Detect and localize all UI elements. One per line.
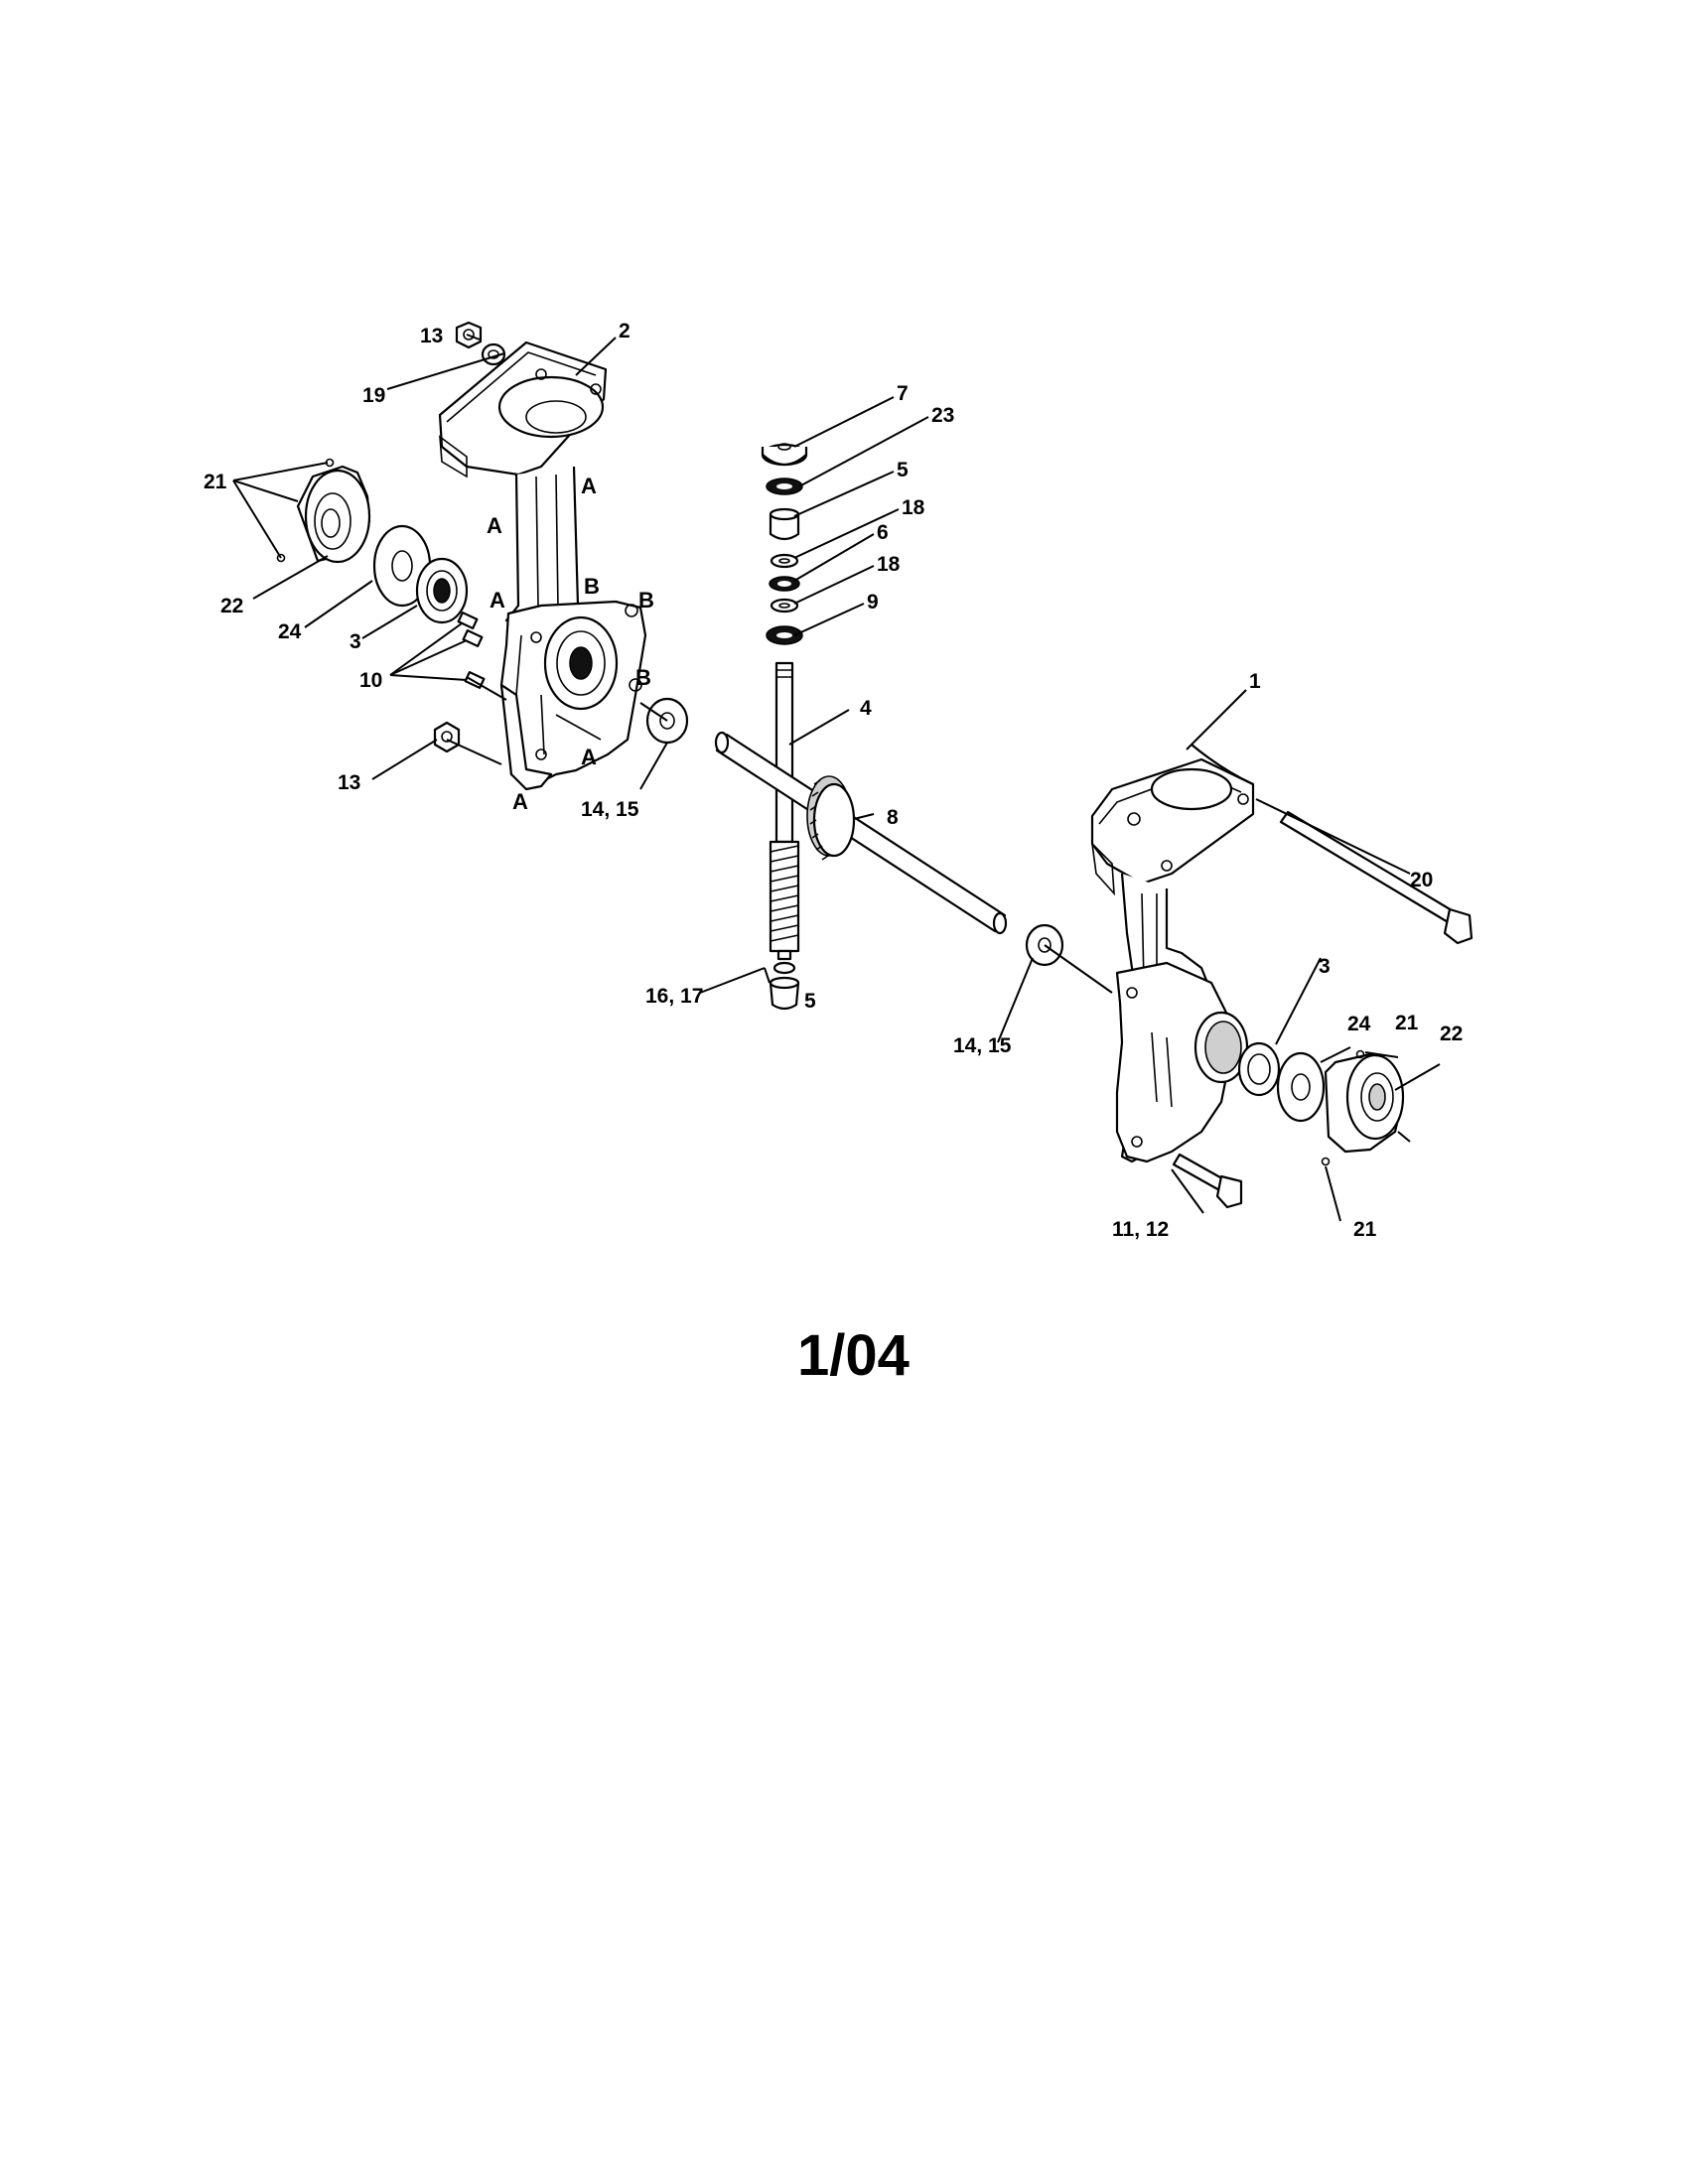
leader-lines <box>232 334 1441 1222</box>
callout-22-right: 22 <box>1440 1023 1463 1045</box>
callout-4: 4 <box>860 697 872 720</box>
callout-5-bottom: 5 <box>804 990 816 1013</box>
right-hardware <box>1172 810 1474 1209</box>
callout-21-right-bottom: 21 <box>1353 1218 1377 1241</box>
callout-2: 2 <box>619 320 631 342</box>
callout-18-bottom: 18 <box>877 553 901 576</box>
callout-24-right: 24 <box>1347 1013 1371 1035</box>
callout-23: 23 <box>931 404 954 427</box>
mark-b: B <box>635 665 651 690</box>
callout-24-left: 24 <box>278 620 302 643</box>
mark-b: B <box>638 588 654 613</box>
callout-13-top: 13 <box>420 325 443 347</box>
callout-20: 20 <box>1410 869 1433 891</box>
vertical-shaft-stack <box>761 443 808 1011</box>
callout-18-top: 18 <box>902 496 925 519</box>
callout-19: 19 <box>362 384 385 407</box>
mark-a: A <box>512 789 528 814</box>
callout-11-12: 11, 12 <box>1112 1218 1169 1241</box>
callout-8: 8 <box>887 806 899 829</box>
callout-21-right-top: 21 <box>1395 1012 1419 1034</box>
callout-3-right: 3 <box>1319 955 1331 978</box>
callout-10: 10 <box>359 669 382 692</box>
mark-a: A <box>581 745 597 769</box>
mark-a: A <box>487 513 502 538</box>
callout-7: 7 <box>897 382 909 405</box>
left-gear-case-half <box>438 341 647 791</box>
callout-5-top: 5 <box>897 459 909 481</box>
callout-9: 9 <box>867 591 879 614</box>
callout-16-17: 16, 17 <box>645 985 703 1008</box>
axle-and-gear <box>714 731 1064 967</box>
right-gear-case-half <box>1090 744 1255 1163</box>
callout-3-left: 3 <box>350 630 361 653</box>
footer-code: 1/04 <box>797 1323 910 1388</box>
mark-b: B <box>584 574 600 599</box>
callout-14-15-left: 14, 15 <box>581 798 639 821</box>
callout-22-left: 22 <box>220 595 243 617</box>
mark-a: A <box>581 474 597 498</box>
callout-1: 1 <box>1249 670 1261 693</box>
mark-a: A <box>490 588 505 613</box>
callout-21-left: 21 <box>204 471 227 493</box>
callout-6: 6 <box>877 521 889 544</box>
callout-13-bottom: 13 <box>338 771 360 794</box>
callout-labels: 13 2 19 21 22 24 3 10 13 14, 15 7 23 5 1… <box>204 320 1463 1241</box>
mating-marks: A A A B B B A A <box>487 474 654 814</box>
callout-14-15-right: 14, 15 <box>953 1034 1012 1057</box>
left-hardware <box>276 321 689 753</box>
